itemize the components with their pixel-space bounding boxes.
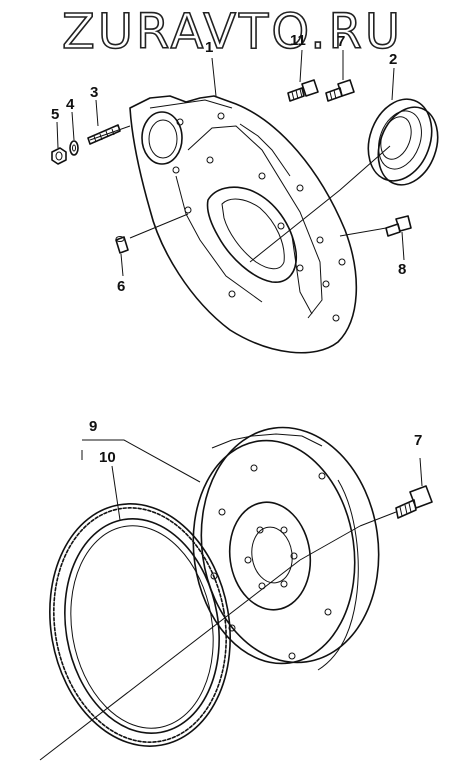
ring-gear xyxy=(49,503,231,747)
callout-5: 5 xyxy=(51,106,60,123)
dowel-6 xyxy=(115,236,129,254)
centre-lines xyxy=(39,125,397,761)
bolt-7-lower xyxy=(395,485,433,519)
crankshaft-seal xyxy=(367,98,439,186)
nut-5 xyxy=(51,147,67,165)
callout-1: 1 xyxy=(205,39,214,56)
flywheel xyxy=(192,426,380,671)
bolt-8 xyxy=(385,215,412,237)
bolt-7-upper xyxy=(325,79,355,102)
callout-10: 10 xyxy=(99,449,116,466)
callout-6: 6 xyxy=(117,278,126,295)
callout-3: 3 xyxy=(90,84,99,101)
bolt-11 xyxy=(287,79,319,102)
flywheel-housing xyxy=(129,95,358,354)
callout-7-lower: 7 xyxy=(414,432,423,449)
washer-4 xyxy=(69,140,79,156)
callout-11: 11 xyxy=(290,32,306,49)
callout-7-upper: 7 xyxy=(337,33,346,50)
leader-lines xyxy=(56,49,423,521)
watermark-logo: ZURAVTO.RU xyxy=(61,3,403,61)
stud-3 xyxy=(87,124,121,145)
callout-2: 2 xyxy=(389,51,398,68)
callout-8: 8 xyxy=(398,261,407,278)
callout-9: 9 xyxy=(89,418,98,435)
callout-4: 4 xyxy=(66,96,75,113)
